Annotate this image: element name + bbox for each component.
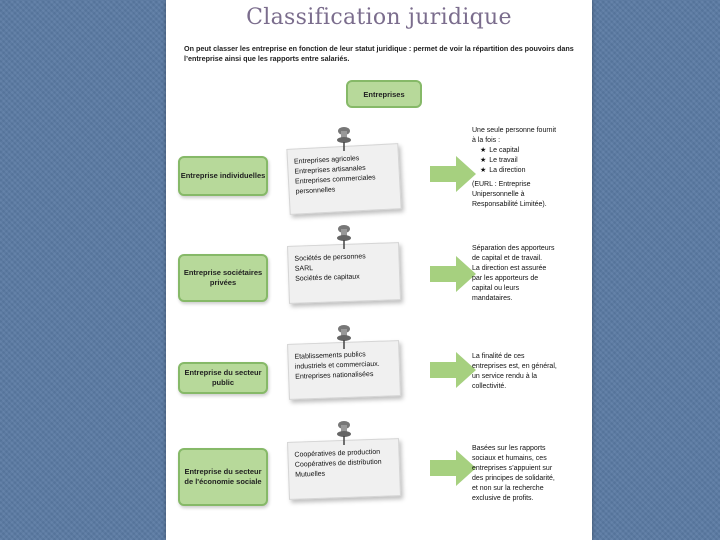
description: Séparation des apporteurs de capital et …	[472, 244, 584, 304]
description: Basées sur les rapports sociaux et humai…	[472, 444, 584, 504]
description-list-item: ★Le capital	[480, 146, 584, 156]
description-line: un service rendu à la	[472, 373, 537, 380]
sticky-note: Coopératives de production Coopératives …	[287, 438, 401, 500]
pushpin-icon	[337, 127, 351, 151]
category-box: Entreprise sociétaires privées	[178, 254, 268, 302]
description-line: La direction est assurée	[472, 265, 547, 272]
description-line: Basées sur les rapports	[472, 445, 546, 452]
description: Une seule personne fournit à la fois : ★…	[472, 126, 584, 210]
star-icon: ★	[480, 147, 487, 154]
description-line: de capital et de travail.	[472, 255, 543, 262]
star-icon: ★	[480, 167, 487, 174]
classification-row-public: Entreprise du secteur public Etablisseme…	[166, 325, 592, 406]
description-line: à la fois :	[472, 137, 501, 144]
description-line: Séparation des apporteurs	[472, 245, 555, 252]
description-line: entreprises est, en général,	[472, 363, 557, 370]
description-line: des principes de solidarité,	[472, 475, 555, 482]
pushpin-icon	[337, 225, 351, 249]
right-arrow-icon	[430, 450, 476, 486]
description-line: La finalité de ces	[472, 353, 525, 360]
page-title: Classification juridique	[246, 5, 512, 30]
description-line: (EURL : Entreprise	[472, 181, 531, 188]
category-box: Entreprise du secteur de l'économie soci…	[178, 448, 268, 506]
classification-row-societaires: Entreprise sociétaires privées Sociétés …	[166, 225, 592, 308]
description-line: mandataires.	[472, 295, 513, 302]
list-item-text: Le capital	[489, 147, 520, 154]
pushpin-icon	[337, 325, 351, 349]
right-arrow-icon	[430, 156, 476, 192]
right-arrow-icon	[430, 352, 476, 388]
intro-paragraph: On peut classer les entreprise en foncti…	[184, 44, 574, 63]
sticky-note: Entreprises agricoles Entreprises artisa…	[286, 143, 402, 215]
root-box-entreprises: Entreprises	[346, 80, 422, 108]
note-line: Entreprises nationalisées	[295, 370, 374, 381]
description-line: entreprises s’appuient sur	[472, 465, 553, 472]
list-item-text: La direction	[489, 167, 526, 174]
description-line: Unipersonnelle à	[472, 191, 525, 198]
description: La finalité de ces entreprises est, en g…	[472, 352, 584, 392]
right-arrow-icon	[430, 256, 476, 292]
note-line: Sociétés de capitaux	[295, 273, 360, 283]
classification-row-individuelles: Entreprise individuelles Entreprises agr…	[166, 126, 592, 215]
star-icon: ★	[480, 157, 487, 164]
description-list-item: ★Le travail	[480, 156, 584, 166]
description-line: par les apporteurs de	[472, 275, 539, 282]
description-line: Responsabilité Limitée).	[472, 201, 547, 208]
category-box: Entreprise individuelles	[178, 156, 268, 196]
description-line: et non sur la recherche	[472, 485, 544, 492]
document-page: Classification juridique On peut classer…	[166, 0, 592, 540]
sticky-note: Sociétés de personnes SARL Sociétés de c…	[287, 242, 401, 304]
description-line: exclusive de profits.	[472, 495, 534, 502]
pushpin-icon	[337, 421, 351, 445]
description-line: capital ou leurs	[472, 285, 520, 292]
description-line: sociaux et humains, ces	[472, 455, 547, 462]
description-list: ★Le capital ★Le travail ★La direction	[472, 146, 584, 176]
description-line: collectivité.	[472, 383, 507, 390]
list-item-text: Le travail	[489, 157, 518, 164]
note-line: Mutuelles	[295, 470, 326, 479]
classification-row-economie-sociale: Entreprise du secteur de l'économie soci…	[166, 421, 592, 506]
category-box: Entreprise du secteur public	[178, 362, 268, 394]
description-line: Une seule personne fournit	[472, 127, 557, 134]
description-list-item: ★La direction	[480, 166, 584, 176]
